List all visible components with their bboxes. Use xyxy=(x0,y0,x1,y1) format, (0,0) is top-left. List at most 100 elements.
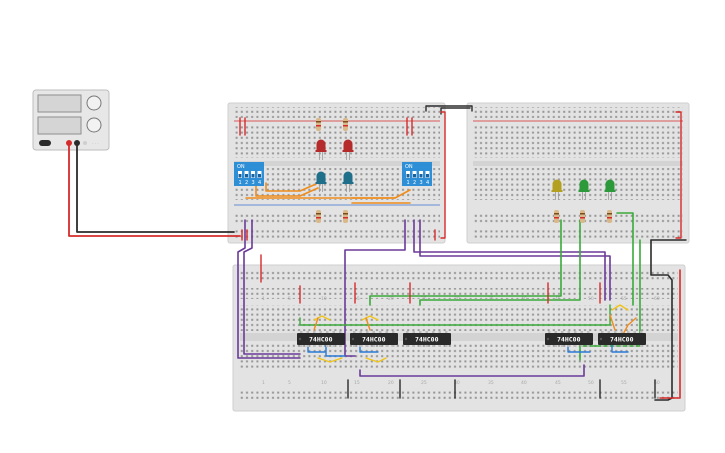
wire-rail-bridge[interactable] xyxy=(425,105,473,112)
ground-terminal[interactable] xyxy=(83,141,87,145)
column-number: 15 xyxy=(354,380,360,386)
resistor-6[interactable] xyxy=(580,210,585,223)
dip-toggle-knob xyxy=(251,174,255,178)
led-yellow[interactable] xyxy=(551,179,563,201)
dip-position-label: 1 xyxy=(407,180,410,186)
wire-rail-far-red[interactable] xyxy=(675,111,682,239)
column-number: 60 xyxy=(654,296,660,302)
chips: 74HC00 74HC00 74HC00 74HC00 74HC00 xyxy=(297,331,646,347)
wire-blue-3[interactable] xyxy=(359,344,379,353)
wire-orange-4[interactable] xyxy=(351,189,411,199)
dip-position-label: 4 xyxy=(426,180,429,186)
led-blue-2[interactable] xyxy=(342,171,354,193)
led-red-2[interactable] xyxy=(342,139,354,161)
column-number: 30 xyxy=(454,296,460,302)
wire-green-3[interactable] xyxy=(616,212,634,306)
column-number: 25 xyxy=(421,380,427,386)
wire-purple-1[interactable] xyxy=(237,219,301,359)
wire-purple-5[interactable] xyxy=(419,219,611,301)
wire-blue-2[interactable] xyxy=(325,344,346,357)
led-red-1[interactable] xyxy=(315,139,327,161)
resistor-2[interactable] xyxy=(343,118,348,131)
chip-label: 74HC00 xyxy=(415,335,439,343)
chip-4[interactable]: 74HC00 xyxy=(545,331,593,347)
wire-rail-right-red[interactable] xyxy=(440,111,446,239)
wire-blue-5[interactable] xyxy=(611,344,629,353)
resistor-1[interactable] xyxy=(316,118,321,131)
wire-psu-negative[interactable] xyxy=(76,142,235,233)
wire-purple-6[interactable] xyxy=(359,364,585,377)
psu-marking: - - - xyxy=(92,141,99,146)
chip-1[interactable]: 74HC00 xyxy=(297,331,345,347)
column-number: 50 xyxy=(588,380,594,386)
led-green-2[interactable] xyxy=(604,179,616,201)
voltage-knob[interactable] xyxy=(86,95,102,111)
column-number: 35 xyxy=(488,380,494,386)
wire-blue-4[interactable] xyxy=(567,344,591,353)
wire-green-2[interactable] xyxy=(419,219,581,306)
wire-orange-chip-3[interactable] xyxy=(365,317,371,331)
chip-label: 74HC00 xyxy=(557,335,581,343)
dip-toggle-knob xyxy=(406,174,410,178)
chip-3[interactable]: 74HC00 xyxy=(403,331,451,347)
column-number: 25 xyxy=(421,296,427,302)
dip-position-label: 3 xyxy=(252,180,255,186)
wire-orange-chip-1[interactable] xyxy=(609,314,616,331)
power-switch[interactable] xyxy=(39,140,51,146)
dip-position-label: 2 xyxy=(413,180,416,186)
breadboard-top-left[interactable] xyxy=(227,102,446,244)
chip-label: 74HC00 xyxy=(610,335,634,343)
wire-yellow-2[interactable] xyxy=(361,315,379,321)
wire-green-1[interactable] xyxy=(369,219,562,306)
wire-black-ground[interactable] xyxy=(650,239,673,401)
wire-yellow-5[interactable] xyxy=(611,304,629,311)
chip-2[interactable]: 74HC00 xyxy=(350,331,398,347)
dip-right-on-label: ON xyxy=(405,164,413,170)
resistor-7[interactable] xyxy=(607,210,612,223)
dip-toggle-knob xyxy=(258,174,261,178)
chip-5[interactable]: 74HC00 xyxy=(598,331,646,347)
column-number: 40 xyxy=(521,380,527,386)
wire-yellow-1[interactable] xyxy=(313,315,331,321)
resistor-4[interactable] xyxy=(343,210,348,223)
dip-toggle-knob xyxy=(419,174,423,178)
wire-purple-4[interactable] xyxy=(413,219,606,301)
power-supply[interactable]: - - - xyxy=(32,89,110,151)
current-display xyxy=(37,116,82,135)
wire-yellow-4[interactable] xyxy=(365,357,387,363)
dip-position-label: 3 xyxy=(420,180,423,186)
breadboard-bottom[interactable] xyxy=(232,264,686,412)
wire-red-bottom-rail[interactable] xyxy=(659,269,681,399)
wire-blue-1[interactable] xyxy=(307,344,326,353)
column-number: 1 xyxy=(262,296,265,302)
wire-purple-2[interactable] xyxy=(243,219,301,355)
wire-orange-1[interactable] xyxy=(265,182,317,192)
wire-psu-positive[interactable] xyxy=(68,142,241,237)
led-blue-1[interactable] xyxy=(315,171,327,193)
breadboard-top-right[interactable] xyxy=(466,102,690,244)
current-knob[interactable] xyxy=(86,117,102,133)
chip-label: 74HC00 xyxy=(309,335,333,343)
wire-yellow-3[interactable] xyxy=(317,357,343,363)
column-number: 10 xyxy=(321,296,327,302)
resistor-5[interactable] xyxy=(554,210,559,223)
wire-orange-chip-2[interactable] xyxy=(313,317,319,331)
column-number: 60 xyxy=(654,380,660,386)
column-number: 50 xyxy=(588,296,594,302)
column-number: 30 xyxy=(454,380,460,386)
dip-toggle-knob xyxy=(413,174,416,178)
dip-toggle-knob xyxy=(426,174,429,178)
column-number: 1 xyxy=(262,380,265,386)
dip-left-on-label: ON xyxy=(237,164,245,170)
column-number: 55 xyxy=(621,296,627,302)
wire-purple-3[interactable] xyxy=(344,219,406,357)
column-number: 45 xyxy=(555,380,561,386)
voltage-display xyxy=(37,94,82,113)
wire-orange-2[interactable] xyxy=(255,182,319,197)
column-number: 20 xyxy=(388,380,394,386)
led-green-1[interactable] xyxy=(578,179,590,201)
resistor-3[interactable] xyxy=(316,210,321,223)
